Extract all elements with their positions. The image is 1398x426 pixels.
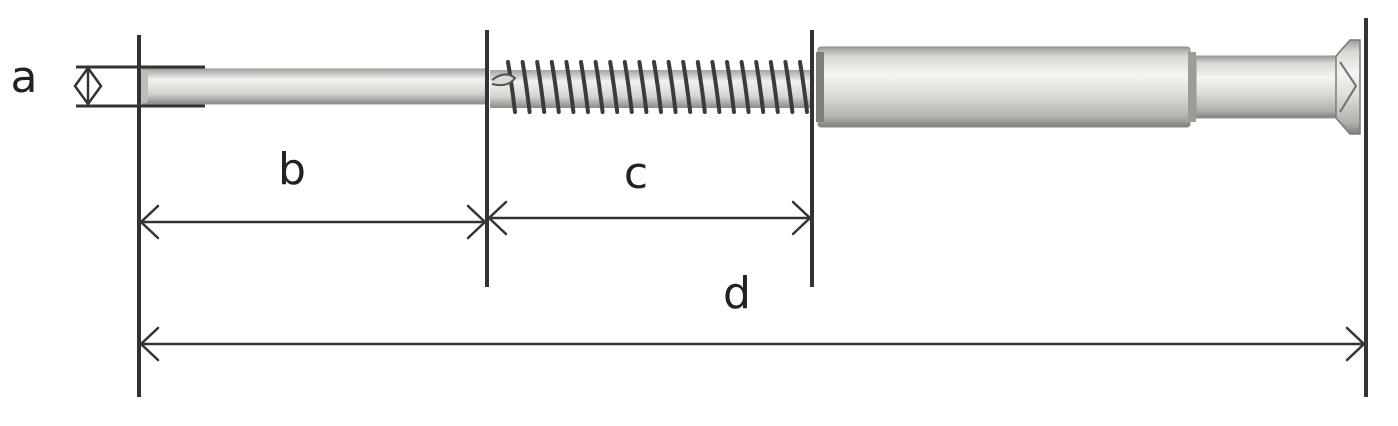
screw-tip-end bbox=[140, 70, 148, 103]
thread-coil bbox=[535, 60, 547, 114]
diameter-symbol-icon bbox=[73, 65, 103, 107]
thread-coil bbox=[754, 60, 766, 114]
thread-coil bbox=[637, 60, 649, 114]
thread-coil bbox=[579, 60, 590, 114]
label-a: a bbox=[11, 52, 38, 103]
arrow-c-right bbox=[791, 200, 812, 236]
thread-coil bbox=[666, 60, 678, 114]
thread-coil bbox=[593, 60, 605, 114]
label-c: c bbox=[624, 148, 648, 199]
thread-coil bbox=[725, 60, 736, 114]
thread-coil bbox=[739, 60, 751, 114]
arrow-d-right bbox=[1345, 326, 1366, 362]
thread-coil bbox=[681, 60, 693, 114]
shank-step bbox=[1188, 52, 1196, 122]
arrow-d-left bbox=[139, 326, 160, 362]
screw-shank bbox=[817, 46, 1191, 128]
label-b: b bbox=[278, 144, 306, 195]
label-d: d bbox=[723, 268, 751, 319]
diameter-bracket bbox=[76, 65, 205, 108]
thread-coil bbox=[520, 60, 532, 114]
thread-coil bbox=[652, 60, 663, 114]
screw bbox=[140, 39, 1361, 135]
thread-coil bbox=[622, 60, 634, 114]
thread-coil bbox=[549, 60, 561, 114]
thread-coil bbox=[768, 60, 780, 114]
extension-lines bbox=[137, 18, 1368, 397]
thread-start bbox=[491, 73, 517, 87]
arrow-c-left bbox=[487, 200, 508, 236]
thread-coil bbox=[798, 60, 809, 114]
shank-collar bbox=[816, 52, 824, 122]
screw-tip-shaft bbox=[141, 68, 489, 105]
thread-coil bbox=[695, 60, 707, 114]
screw-neck bbox=[1195, 55, 1339, 119]
thread-coil bbox=[710, 60, 722, 114]
thread-coils bbox=[506, 60, 809, 114]
head-drive-icon bbox=[1339, 61, 1358, 113]
thread-coil bbox=[783, 60, 795, 114]
dimension-lines bbox=[139, 200, 1366, 362]
thread-coil bbox=[608, 60, 620, 114]
arrow-b-right bbox=[466, 204, 487, 240]
thread-coil bbox=[564, 60, 576, 114]
arrow-b-left bbox=[139, 204, 160, 240]
thread-coil bbox=[506, 60, 517, 114]
